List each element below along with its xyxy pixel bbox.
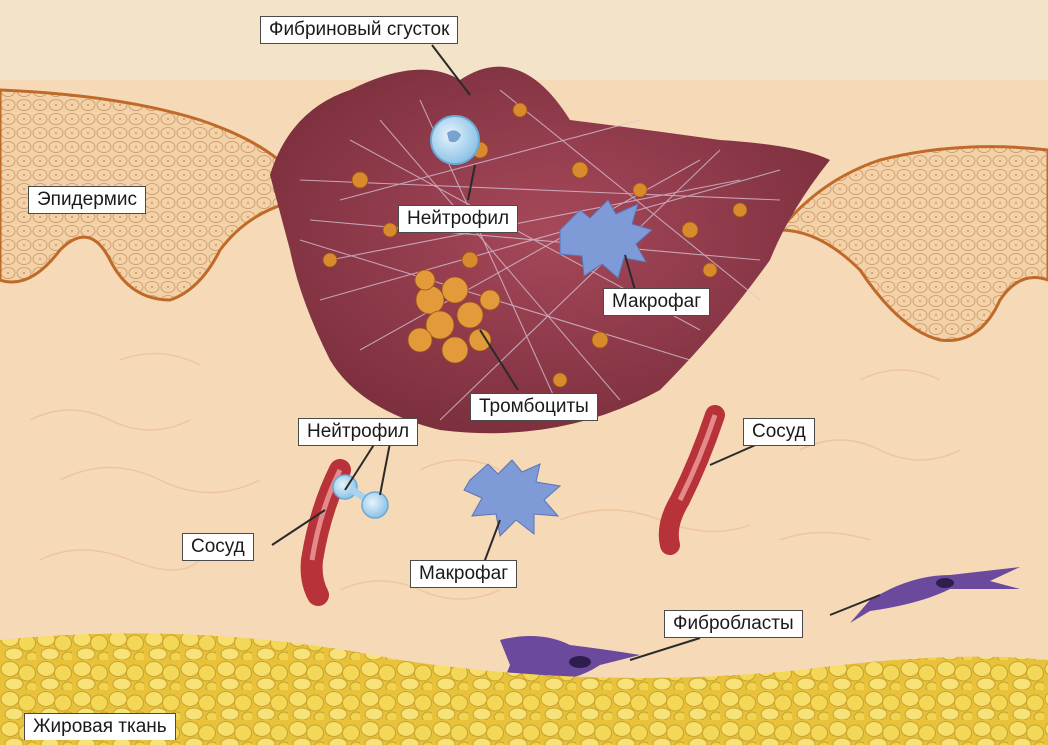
label-adipose: Жировая ткань — [24, 713, 176, 740]
neutrophil-cell-bottom — [362, 492, 388, 518]
label-neutrophil-top: Нейтрофил — [398, 205, 518, 233]
label-vessel-right: Сосуд — [743, 418, 815, 446]
label-platelets: Тромбоциты — [470, 393, 598, 421]
label-neutrophil-bottom: Нейтрофил — [298, 418, 418, 446]
label-macrophage-top: Макрофаг — [603, 288, 710, 316]
label-vessel-left: Сосуд — [182, 533, 254, 561]
label-epidermis: Эпидермис — [28, 186, 146, 214]
label-fibroblasts: Фибробласты — [664, 610, 803, 638]
label-fibrin-clot: Фибриновый сгусток — [260, 16, 458, 44]
label-macrophage-bottom: Макрофаг — [410, 560, 517, 588]
